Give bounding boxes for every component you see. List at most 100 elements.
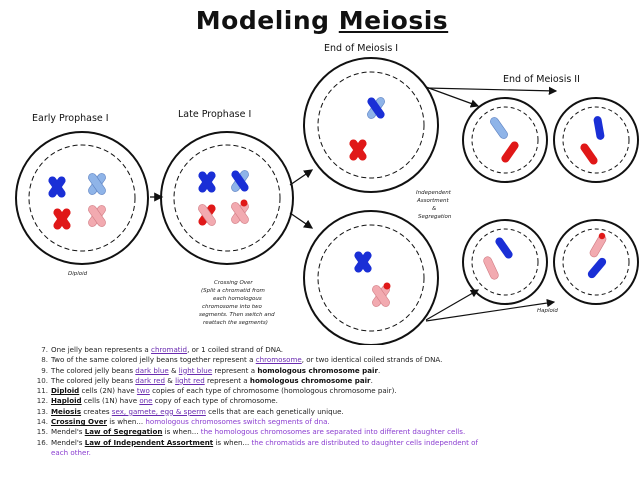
chromosome-light-red — [231, 199, 249, 224]
note-term-link[interactable]: sex, gamete, egg & sperm — [111, 406, 206, 416]
chromosome-dark-red — [53, 208, 71, 230]
note-item: 13.Meiosis creates sex, gamete, egg & sp… — [30, 407, 635, 417]
chromosome-light-blue — [231, 170, 249, 192]
note-term-link[interactable]: chromosome — [255, 355, 302, 365]
chromosome-light-red — [88, 205, 106, 227]
note-item: 14.Crossing Over is when... homologous c… — [30, 417, 635, 427]
note-term-link[interactable]: two — [136, 386, 150, 396]
note-item: 9.The colored jelly beans dark blue & li… — [30, 366, 635, 376]
crossing-line-6: reattach the segments) — [203, 320, 268, 326]
note-text: cells that are each genetically unique. — [205, 406, 344, 416]
note-text: creates — [81, 406, 112, 416]
chromosome-light-blue — [88, 173, 106, 195]
crossing-line-5: segments. Then switch and — [199, 312, 275, 318]
chromosome-blue — [354, 251, 372, 273]
note-text: represent a — [212, 365, 258, 375]
label-end-meiosis-1: End of Meiosis I — [324, 43, 398, 54]
chromatid-dark-red — [580, 143, 598, 165]
note-text: The colored jelly beans — [51, 365, 136, 375]
label-early-prophase: Early Prophase I — [32, 113, 109, 124]
note-text: Two of the same colored jelly beans toge… — [51, 355, 256, 365]
notes-list: 7.One jelly bean represents a chromatid,… — [30, 345, 635, 458]
note-text: , or 1 coiled strand of DNA. — [187, 345, 283, 354]
arrow-2b — [289, 212, 314, 229]
arrow-3a — [425, 86, 480, 108]
note-number: 7. — [41, 345, 48, 354]
chromatid-dark-blue — [587, 257, 607, 279]
note-text: & — [168, 365, 179, 375]
note-text: & — [165, 375, 176, 385]
note-item: each other. — [30, 448, 635, 458]
chromatid-dark-blue — [495, 237, 513, 259]
note-number: 9. — [41, 365, 48, 375]
chromatid-dark-red — [501, 141, 519, 163]
chromosome-dark-blue — [198, 171, 216, 193]
crossing-over-caption: Crossing Over (Split a chromatid from ea… — [199, 280, 275, 326]
note-text: cells (1N) have — [81, 396, 140, 406]
note-number: 13. — [36, 406, 48, 416]
cell-meiosis2-b — [553, 97, 639, 183]
note-text: represent a — [204, 375, 250, 385]
note-text: Haploid — [51, 396, 82, 406]
note-text: One jelly bean represents a — [51, 345, 152, 354]
arrow-3c — [425, 289, 480, 321]
chromosome-red — [372, 282, 391, 307]
title-word-modeling: Modeling — [195, 6, 330, 35]
note-text: copy of each type of chromosome. — [152, 396, 278, 406]
note-text: homologous chromosome pair — [257, 365, 378, 375]
note-term-link[interactable]: chromatid — [151, 345, 188, 354]
note-number: 12. — [36, 396, 48, 406]
note-number: 15. — [36, 427, 48, 437]
note-text: Diploid — [51, 386, 80, 396]
note-term-link[interactable]: dark red — [135, 375, 166, 385]
cell-meiosis1-top — [303, 57, 439, 193]
chromosome-blue — [367, 97, 385, 119]
note-number: 8. — [41, 355, 48, 365]
cell-meiosis2-d — [553, 219, 639, 305]
note-term-link[interactable]: light red — [175, 375, 205, 385]
note-text: the homologous chromosomes are separated… — [200, 427, 466, 437]
note-text: homologous chromosomes switch segments o… — [145, 417, 330, 427]
note-text: is when... — [213, 437, 252, 447]
independent-assortment-label: Independent Assortment & Segregation — [416, 190, 452, 220]
note-text: is when... — [162, 427, 201, 437]
note-number: 11. — [36, 386, 48, 396]
title-word-meiosis: Meiosis — [338, 6, 449, 35]
chromatid-light-red — [483, 256, 499, 280]
crossing-line-4: chromosome into two — [202, 304, 263, 310]
note-text: , or two identical coiled strands of DNA… — [301, 355, 443, 365]
page-title: Modeling Meiosis — [0, 6, 644, 35]
note-term-link[interactable]: dark blue — [135, 365, 169, 375]
label-late-prophase: Late Prophase I — [178, 109, 251, 120]
label-end-meiosis-2: End of Meiosis II — [503, 74, 580, 85]
note-item: 11.Diploid cells (2N) have two copies of… — [30, 386, 635, 396]
note-text: each other. — [51, 447, 91, 457]
note-text: Crossing Over — [51, 417, 108, 427]
chromatid-dark-blue — [593, 116, 605, 140]
arrow-2a — [289, 169, 314, 186]
note-item: 10.The colored jelly beans dark red & li… — [30, 376, 635, 386]
label-diploid: Diploid — [68, 271, 88, 277]
chromatid-light-blue — [490, 117, 508, 139]
note-term-link[interactable]: one — [139, 396, 153, 406]
note-item: 7.One jelly bean represents a chromatid,… — [30, 345, 635, 355]
crossing-line-1: Crossing Over — [214, 280, 253, 286]
note-text: Mendel's — [51, 437, 85, 447]
cell-meiosis2-c — [462, 219, 548, 305]
note-text: . — [370, 375, 373, 385]
note-item: 15.Mendel's Law of Segregation is when..… — [30, 427, 635, 437]
note-number: 10. — [36, 375, 48, 385]
note-text: homologous chromosome pair — [249, 375, 371, 385]
note-text: Law of Segregation — [84, 427, 163, 437]
cell-meiosis1-bottom — [303, 210, 439, 345]
note-text: is when... — [107, 417, 146, 427]
note-text: Mendel's — [51, 427, 85, 437]
cell-late-prophase — [160, 131, 294, 265]
note-text: Law of Independent Assortment — [84, 437, 214, 447]
note-number: 16. — [36, 437, 48, 447]
crossing-line-2: (Split a chromatid from — [201, 288, 265, 294]
note-text: . — [377, 365, 381, 375]
note-item: 12.Haploid cells (1N) have one copy of e… — [30, 396, 635, 406]
note-term-link[interactable]: light blue — [178, 365, 213, 375]
cell-early-prophase — [15, 131, 149, 265]
